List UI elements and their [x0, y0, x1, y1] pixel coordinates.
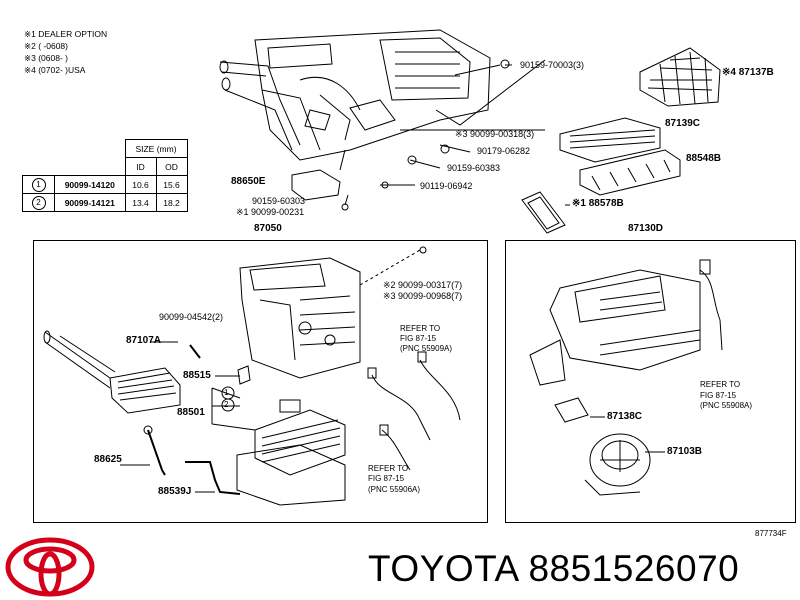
- circle-label-2: 2: [224, 400, 229, 409]
- note-1: ※1 DEALER OPTION: [24, 29, 108, 39]
- lower-case-drawing: [236, 444, 346, 506]
- label-87137b: ※4 87137B: [722, 67, 774, 78]
- gasket-drawing: [521, 191, 566, 234]
- label-88539j: 88539J: [158, 486, 192, 497]
- label-88578b: ※1 88578B: [572, 198, 624, 209]
- label-90159-60303: 90159-60303: [252, 196, 306, 206]
- label-90119-06942: 90119-06942: [420, 181, 473, 191]
- label-87103b: 87103B: [667, 446, 703, 457]
- table-row: 1 90099-14120 10.6 15.6: [22, 175, 188, 194]
- row-number: 2: [31, 195, 46, 210]
- ac-assembly-drawing: [219, 29, 491, 161]
- heater-unit-drawing: [239, 257, 361, 379]
- figure-code: 877734F: [755, 529, 787, 538]
- label-88515: 88515: [183, 370, 211, 381]
- refer-line: (PNC 55909A): [400, 344, 453, 353]
- label-90159-60383: 90159-60383: [447, 163, 501, 173]
- label-88548b: 88548B: [686, 153, 722, 164]
- label-87050: 87050: [254, 223, 282, 234]
- refer-line: FIG 87-15: [400, 334, 437, 343]
- heater-core-drawing: [43, 330, 181, 414]
- row-od: 15.6: [155, 175, 188, 194]
- row-od: 18.2: [155, 193, 188, 212]
- row-number: 1: [31, 177, 46, 192]
- label-87138c: 87138C: [607, 411, 643, 422]
- label-88625: 88625: [94, 454, 122, 465]
- note-3: ※3 (0608- ): [24, 53, 68, 63]
- refer-line: REFER TO: [368, 464, 409, 473]
- note-4: ※4 (0702- )USA: [24, 65, 86, 75]
- filter-mesh-drawing: [639, 47, 721, 107]
- label-87139c: 87139C: [665, 118, 701, 129]
- label-90099-00231: ※1 90099-00231: [236, 207, 305, 217]
- screw-icons: [341, 59, 510, 211]
- blower-case-drawing: [529, 269, 701, 386]
- label-88650e: 88650E: [231, 176, 266, 187]
- refer-line: FIG 87-15: [700, 391, 737, 400]
- air-filter-drawing: [559, 117, 661, 163]
- row-id: 13.4: [124, 193, 157, 212]
- circle-label-1: 1: [224, 388, 229, 397]
- label-90159-70003: 90159-70003(3): [520, 60, 585, 70]
- amplifier-drawing: [291, 169, 341, 201]
- brand-part-number: TOYOTA 8851526070: [368, 548, 740, 589]
- table-row: 2 90099-14121 13.4 18.2: [22, 193, 188, 212]
- evaporator-drawing: [254, 399, 346, 476]
- refer-line: (PNC 55908A): [700, 401, 753, 410]
- refer-line: REFER TO: [400, 324, 441, 333]
- refer-line: FIG 87-15: [368, 474, 405, 483]
- label-90179-06282: 90179-06282: [477, 146, 531, 156]
- resistor-drawing: [554, 397, 589, 423]
- label-90099-04542: 90099-04542(2): [159, 312, 224, 322]
- label-90099-00968: ※3 90099-00968(7): [383, 291, 463, 301]
- label-88501: 88501: [177, 407, 205, 418]
- filter-case-drawing: [579, 149, 681, 196]
- note-2: ※2 ( -0608): [24, 41, 68, 51]
- refer-line: (PNC 55906A): [368, 485, 421, 494]
- blower-motor-drawing: [584, 433, 651, 496]
- label-90099-00317: ※2 90099-00317(7): [383, 280, 463, 290]
- label-87107a: 87107A: [126, 335, 162, 346]
- label-87130d: 87130D: [628, 223, 664, 234]
- label-90099-00318: ※3 90099-00318(3): [455, 129, 535, 139]
- refer-line: REFER TO: [700, 380, 741, 389]
- hose-size-table: SIZE (mm) ID OD 1 90099-14120 10.6 15.6 …: [22, 139, 188, 212]
- blower-unit-frame: [505, 240, 796, 523]
- heater-unit-frame: [33, 240, 488, 523]
